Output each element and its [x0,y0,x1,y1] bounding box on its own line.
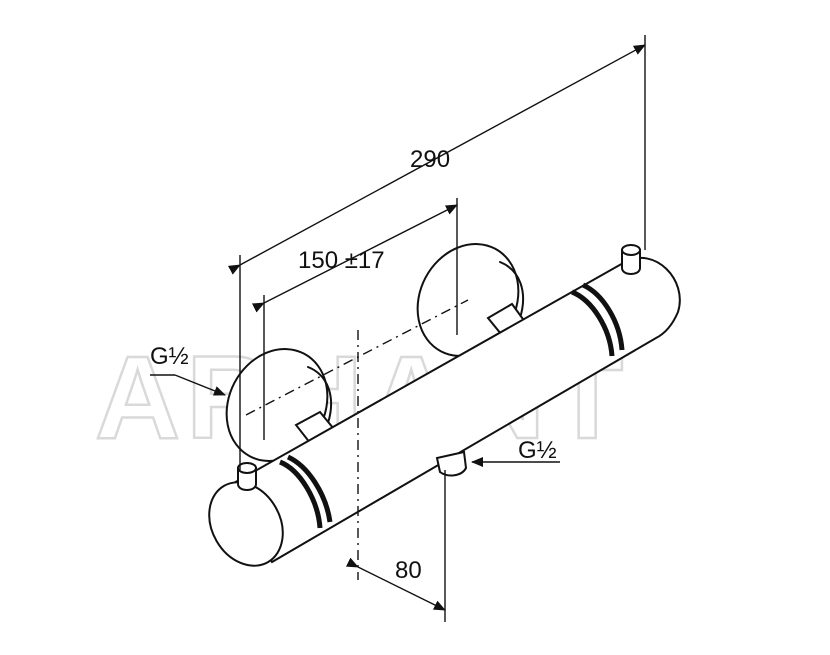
wall-flange-left [225,348,340,462]
inlet-spacing-label: 150 ±17 [298,247,385,274]
left-inlet-thread-label: G½ [150,343,189,370]
overall-length-label: 290 [410,146,450,173]
dimension-lines [150,35,646,622]
outlet-offset-label: 80 [395,557,422,584]
bottom-outlet-thread-label: G½ [518,437,557,464]
